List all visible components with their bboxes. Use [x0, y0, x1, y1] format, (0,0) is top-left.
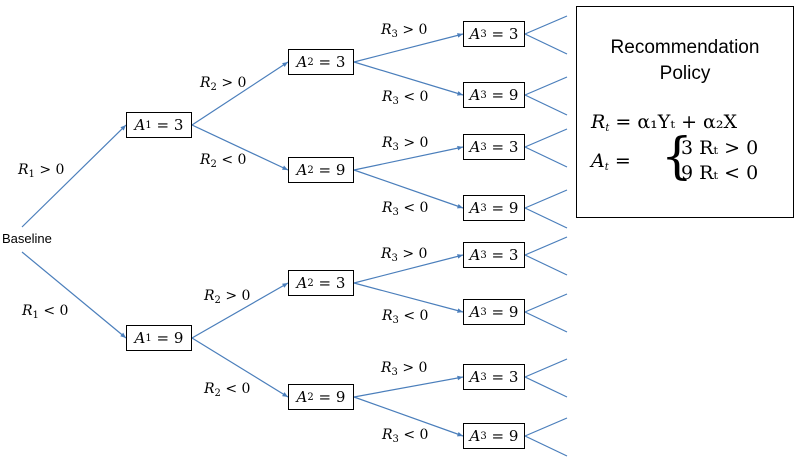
edge-l2-to-l3-0-arrowhead	[457, 33, 463, 38]
edge-label-r3-6: R3 > 0	[381, 360, 428, 378]
edge-l2-to-l3-6	[353, 376, 464, 398]
fanout-up-7	[524, 417, 568, 437]
fanout-up-1	[524, 76, 568, 96]
edge-root-to-a1-upper-arrowhead	[120, 125, 126, 131]
edge-l2-to-l3-6-arrowhead	[457, 375, 463, 381]
action-equation-lhs: At =	[591, 150, 631, 173]
edge-label-r2-0: R2 > 0	[200, 75, 247, 93]
edge-l2-to-l3-2	[353, 146, 464, 171]
edge-root-to-a1-upper	[21, 124, 127, 228]
fanout-down-2	[524, 146, 568, 168]
edge-l1-to-l2-0-arrowhead	[282, 62, 288, 67]
fanout-up-2	[524, 128, 568, 148]
fanout-up-6	[524, 358, 568, 378]
policy-title-line1: Recommendation	[610, 37, 760, 58]
fanout-down-0	[524, 33, 568, 55]
edge-label-r3-7: R3 < 0	[382, 427, 429, 445]
edge-l2-to-l3-4	[353, 254, 464, 284]
fanout-down-5	[524, 311, 568, 333]
edge-label-r3-5: R3 < 0	[382, 308, 429, 326]
edge-l1-to-l2-3-arrowhead	[282, 392, 288, 397]
edge-l1-to-l2-2	[191, 282, 289, 339]
fanout-up-0	[524, 15, 568, 35]
edge-label-r3-2: R3 > 0	[382, 135, 429, 153]
edge-l2-to-l3-3	[353, 169, 464, 209]
edge-label-r1-0: R1 > 0	[18, 162, 65, 180]
edge-label-r2-1: R2 < 0	[200, 152, 247, 170]
edge-l1-to-l2-1	[191, 124, 289, 171]
fanout-down-1	[524, 94, 568, 116]
edge-l1-to-l2-2-arrowhead	[282, 283, 288, 288]
edge-l1-to-l2-1-arrowhead	[282, 165, 288, 170]
edge-root-to-a1-lower	[21, 251, 127, 339]
edge-root-to-a1-lower-arrowhead	[120, 332, 126, 338]
cases-brace: {	[661, 127, 693, 185]
edge-label-r3-3: R3 < 0	[382, 200, 429, 218]
edge-l2-to-l3-2-arrowhead	[457, 145, 463, 151]
fanout-up-5	[524, 293, 568, 313]
edge-label-r1-1: R1 < 0	[22, 303, 69, 321]
edge-label-r3-4: R3 > 0	[381, 246, 428, 264]
policy-title-line2: Policy	[659, 63, 711, 84]
edge-l2-to-l3-4-arrowhead	[457, 254, 463, 259]
edge-l2-to-l3-7-arrowhead	[457, 431, 463, 437]
fanout-down-3	[524, 207, 568, 229]
edge-label-r2-3: R2 < 0	[204, 381, 251, 399]
edge-label-r2-2: R2 > 0	[204, 288, 251, 306]
edge-label-r3-0: R3 > 0	[381, 22, 428, 40]
fanout-up-4	[524, 236, 568, 256]
edge-l1-to-l2-3	[191, 337, 289, 398]
action-case-negative: 9 Rₜ < 0	[681, 162, 759, 184]
edge-l2-to-l3-0	[353, 33, 464, 63]
edge-label-r3-1: R3 < 0	[382, 89, 429, 107]
fanout-down-7	[524, 435, 568, 457]
fanout-down-6	[524, 376, 568, 398]
edge-l2-to-l3-1-arrowhead	[457, 91, 463, 96]
fanout-down-4	[524, 254, 568, 276]
edge-l1-to-l2-0	[191, 61, 289, 126]
edge-l2-to-l3-7	[353, 396, 464, 437]
action-case-positive: 3 Rₜ > 0	[681, 137, 759, 159]
edge-l2-to-l3-3-arrowhead	[457, 203, 463, 209]
recommendation-policy-box: Recommendation Policy Rt = α₁Yₜ + α₂X At…	[576, 6, 794, 218]
root-node-baseline: Baseline	[2, 231, 52, 246]
reward-equation: Rt = α₁Yₜ + α₂X	[591, 111, 737, 134]
fanout-up-3	[524, 189, 568, 209]
edge-l2-to-l3-1	[353, 61, 464, 96]
edge-l2-to-l3-5	[353, 282, 464, 313]
edge-l2-to-l3-5-arrowhead	[457, 308, 463, 313]
